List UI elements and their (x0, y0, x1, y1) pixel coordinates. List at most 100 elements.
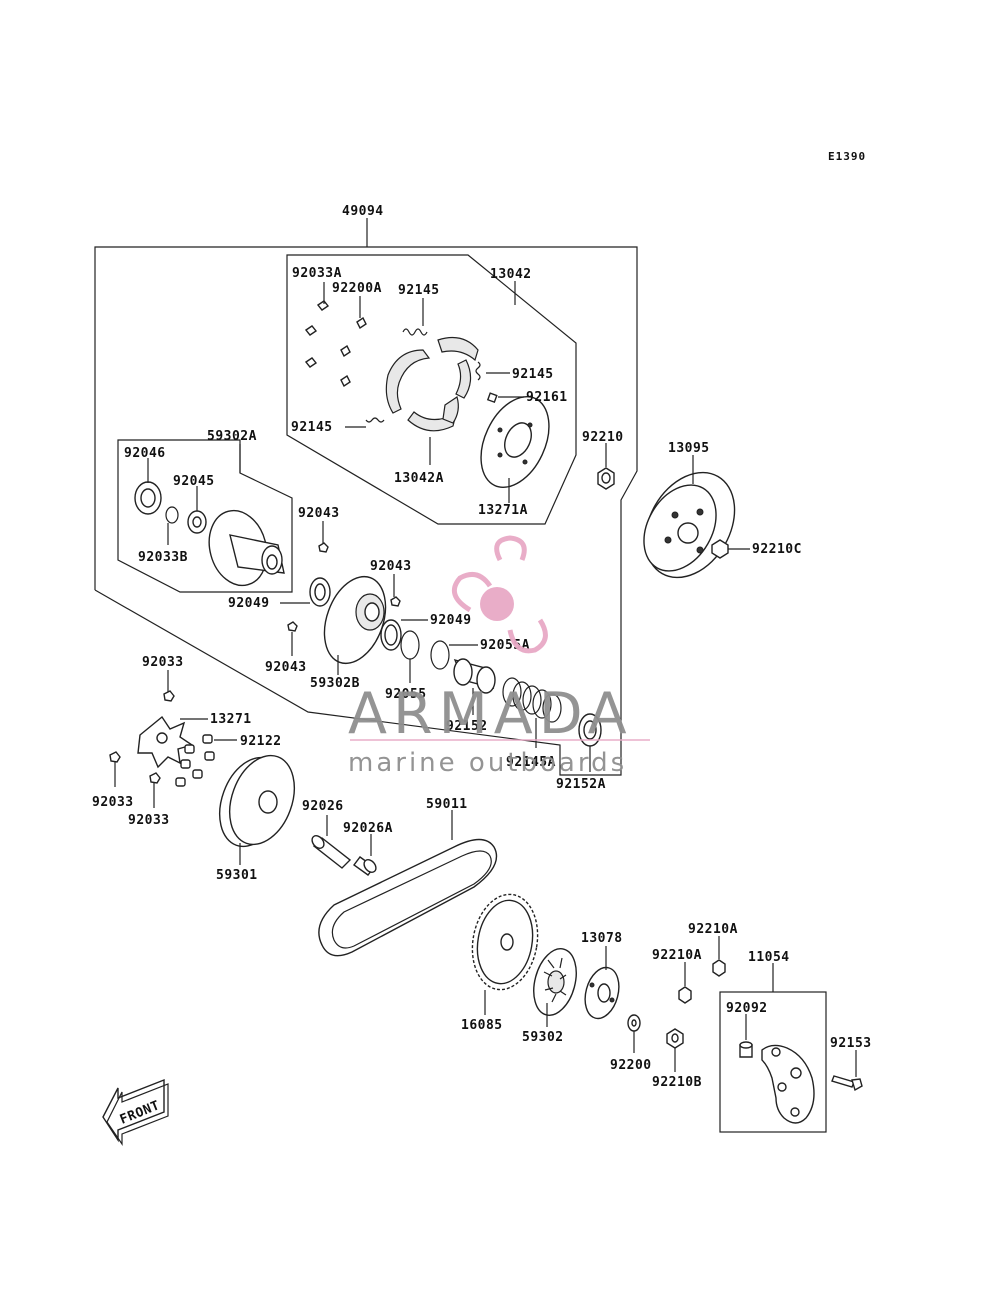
label-92152A[interactable]: 92152A (556, 777, 606, 792)
label-92210C[interactable]: 92210C (752, 542, 802, 557)
label-13271[interactable]: 13271 (210, 712, 252, 727)
label-92152[interactable]: 92152 (446, 719, 488, 734)
watermark-brand: ARMADA (348, 681, 633, 747)
pin-92043-c (287, 621, 298, 656)
label-92161[interactable]: 92161 (526, 390, 568, 405)
label-92043-c[interactable]: 92043 (265, 660, 307, 675)
label-59301[interactable]: 59301 (216, 868, 258, 883)
fan-pulley-59302 (533, 948, 577, 1027)
ramp-plate-13271 (137, 715, 208, 769)
label-13095[interactable]: 13095 (668, 441, 710, 456)
washer-92200 (627, 1014, 641, 1053)
label-92046[interactable]: 92046 (124, 446, 166, 461)
bearing-92045 (187, 486, 207, 534)
label-92210A-b[interactable]: 92210A (688, 922, 738, 937)
label-13042A[interactable]: 13042A (394, 471, 444, 486)
label-92145-right[interactable]: 92145 (512, 367, 554, 382)
clutch-shoes-13042A (385, 337, 479, 465)
label-92210B[interactable]: 92210B (652, 1075, 702, 1090)
collar-92152A (578, 713, 602, 772)
spring-92145-right (475, 361, 510, 381)
label-49094[interactable]: 49094 (342, 204, 384, 219)
diagram-code: E1390 (828, 150, 866, 163)
clutch-pins-92033A (304, 282, 330, 368)
label-92026[interactable]: 92026 (302, 799, 344, 814)
seal-92049-a (280, 577, 331, 607)
circlip-92033B (165, 506, 179, 545)
label-92033-bottom[interactable]: 92033 (128, 813, 170, 828)
label-92122[interactable]: 92122 (240, 734, 282, 749)
label-92210A-a[interactable]: 92210A (652, 948, 702, 963)
label-92033A[interactable]: 92033A (292, 266, 342, 281)
sliding-sheave-59302B (323, 575, 387, 675)
bracket-11054 (761, 1044, 815, 1124)
spring-92145-left (345, 417, 385, 428)
label-59011[interactable]: 59011 (426, 797, 468, 812)
label-59302B[interactable]: 59302B (310, 676, 360, 691)
label-92043-a[interactable]: 92043 (298, 506, 340, 521)
front-arrow-icon: FRONT (102, 1078, 169, 1146)
spring-92145A (502, 677, 562, 748)
nut-92210A-a (678, 962, 692, 1004)
label-92055[interactable]: 92055 (385, 687, 427, 702)
label-13042[interactable]: 13042 (490, 267, 532, 282)
nut-92210B (666, 1028, 684, 1072)
assembly-outline-49094 (94, 218, 638, 776)
label-92033-top[interactable]: 92033 (142, 655, 184, 670)
clutch-housing-13095 (643, 455, 750, 579)
subassembly-outline-11054 (719, 963, 827, 1133)
label-59302[interactable]: 59302 (522, 1030, 564, 1045)
oring-92055A (430, 640, 478, 670)
label-92026A[interactable]: 92026A (343, 821, 393, 836)
clutch-plate-13271A (480, 392, 550, 503)
label-92045[interactable]: 92045 (173, 474, 215, 489)
propeller-logo-icon (451, 535, 548, 654)
label-92145A[interactable]: 92145A (506, 755, 556, 770)
label-92049-b[interactable]: 92049 (430, 613, 472, 628)
plate-13078 (584, 946, 620, 1020)
spring-92145-top (402, 298, 428, 336)
drive-pulley-59301 (219, 754, 295, 865)
pin-92033-bottom (149, 772, 161, 808)
label-11054[interactable]: 11054 (748, 950, 790, 965)
label-92092[interactable]: 92092 (726, 1001, 768, 1016)
rollers-92122 (175, 734, 237, 787)
pin-92043-b (390, 574, 401, 607)
label-92049-a[interactable]: 92049 (228, 596, 270, 611)
collar-92026A (353, 834, 377, 876)
collar-92026 (311, 815, 352, 869)
bearing-92046 (134, 458, 162, 515)
label-16085[interactable]: 16085 (461, 1018, 503, 1033)
label-92043-b[interactable]: 92043 (370, 559, 412, 574)
collar-92092 (739, 1014, 753, 1058)
pin-92033-top (163, 670, 175, 702)
label-92145-left[interactable]: 92145 (291, 420, 333, 435)
label-92033B[interactable]: 92033B (138, 550, 188, 565)
watermark: ARMADA marine outboards (348, 535, 650, 778)
label-13078[interactable]: 13078 (581, 931, 623, 946)
collar-92152 (453, 658, 496, 715)
bolt-92153 (831, 1050, 863, 1092)
pin-92033-left (109, 751, 121, 787)
nut-92210 (597, 443, 615, 490)
label-13271A[interactable]: 13271A (478, 503, 528, 518)
subassembly-outline-59302A (117, 439, 293, 593)
label-92145-top[interactable]: 92145 (398, 283, 440, 298)
watermark-tagline: marine outboards (348, 748, 627, 778)
oring-92055 (400, 630, 420, 683)
nut-92210A-b (712, 936, 726, 977)
drive-belt-59011 (318, 810, 498, 957)
driven-pulley-59302A (208, 509, 285, 587)
label-92200[interactable]: 92200 (610, 1058, 652, 1073)
washers-92200A (340, 296, 367, 388)
label-92033-left[interactable]: 92033 (92, 795, 134, 810)
label-92210[interactable]: 92210 (582, 430, 624, 445)
seal-92049-b (380, 619, 428, 651)
pin-92043-a (318, 521, 329, 553)
subassembly-outline-13042 (286, 254, 577, 525)
label-92153[interactable]: 92153 (830, 1036, 872, 1051)
sprocket-16085 (471, 893, 539, 1015)
label-92200A[interactable]: 92200A (332, 281, 382, 296)
label-59302A[interactable]: 59302A (207, 429, 257, 444)
